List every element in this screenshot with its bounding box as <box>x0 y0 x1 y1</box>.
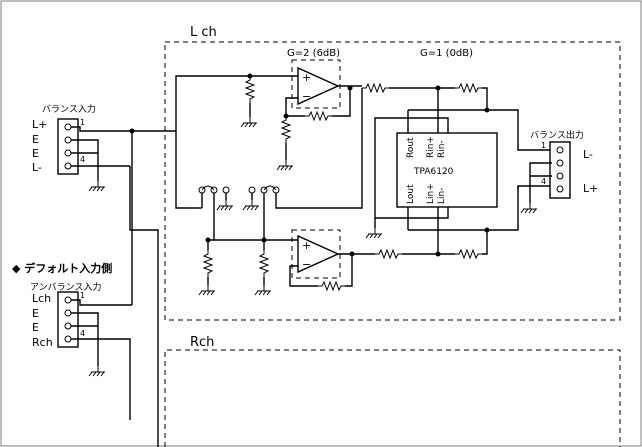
balance-in-pin <box>64 136 72 144</box>
ground-symbol <box>240 116 258 128</box>
chip-name: TPA6120 <box>413 167 454 177</box>
unbalance-in-connector <box>57 291 79 348</box>
balance-out-label: L- <box>583 148 593 161</box>
gain-right-label: G=1 (0dB) <box>420 48 473 59</box>
balance-out-label: L+ <box>583 182 598 195</box>
tpa6120-chip <box>396 132 498 208</box>
jumper-pin <box>248 186 256 194</box>
chip-pin-label: Rin+ <box>426 136 436 158</box>
ground-symbol <box>88 180 106 192</box>
chip-pin-label: Lin+ <box>426 183 436 204</box>
resistor <box>203 249 213 278</box>
opamp-top <box>297 66 340 106</box>
resistor <box>374 249 403 259</box>
balance-out-pin <box>556 185 564 193</box>
resistor <box>361 83 390 93</box>
chip-pin-label: Rin- <box>437 140 447 158</box>
unbalance-in-pin <box>64 296 72 304</box>
lch-frame <box>164 41 621 321</box>
pin-number: 4 <box>541 177 546 186</box>
resistor <box>245 75 255 104</box>
balance-in-label: L- <box>32 161 42 174</box>
opamp-bottom <box>297 234 340 274</box>
pin-number: 4 <box>80 155 85 164</box>
chip-pin-label: Lout <box>406 184 416 204</box>
balance-in-label: L+ <box>32 118 47 131</box>
opamp-plus: + <box>302 71 311 84</box>
unbalance-in-title: アンバランス入力 <box>30 281 101 293</box>
ground-symbol <box>216 199 234 211</box>
unbalance-in-label: Rch <box>32 336 53 349</box>
ground-symbol <box>242 199 260 211</box>
balance-out-pin <box>556 172 564 180</box>
resistor <box>454 249 483 259</box>
pin-number: 1 <box>541 141 546 150</box>
balance-in-pin <box>64 149 72 157</box>
unbalance-in-pin <box>64 322 72 330</box>
unbalance-in-label: Lch <box>32 292 51 305</box>
lch-title: L ch <box>190 25 217 40</box>
resistor <box>317 281 346 291</box>
pin-number: 1 <box>80 291 85 300</box>
balance-in-label: E <box>32 133 39 146</box>
ground-symbol <box>365 227 383 239</box>
balance-in-pin <box>64 162 72 170</box>
balance-out-connector <box>549 141 571 199</box>
opamp-plus: + <box>302 239 311 252</box>
balance-in-title: バランス入力 <box>42 103 96 115</box>
ground-symbol <box>198 284 216 296</box>
balance-out-title: バランス出力 <box>530 129 584 141</box>
chip-pin-label: Lin- <box>437 188 447 204</box>
jumper-pin <box>222 186 230 194</box>
rch-frame <box>164 349 621 447</box>
opamp-minus: − <box>302 258 311 271</box>
balance-out-pin <box>556 159 564 167</box>
balance-in-pin <box>64 123 72 131</box>
default-note: ◆ デフォルト入力側 <box>12 261 112 275</box>
unbalance-in-pin <box>64 309 72 317</box>
balance-out-pin <box>556 146 564 154</box>
resistor <box>259 249 269 278</box>
unbalance-in-label: E <box>32 307 39 320</box>
opamp-minus: − <box>302 90 311 103</box>
ground-symbol <box>254 284 272 296</box>
opamp-frame <box>291 59 341 109</box>
pin-number: 1 <box>80 118 85 127</box>
resistor <box>304 111 333 121</box>
resistor <box>454 83 483 93</box>
ground-symbol <box>88 365 106 377</box>
chip-pin-label: Rout <box>406 137 416 158</box>
balance-in-label: E <box>32 147 39 160</box>
resistor <box>281 115 291 144</box>
rch-title: Rch <box>190 335 214 350</box>
balance-in-connector <box>57 118 79 175</box>
unbalance-in-label: E <box>32 321 39 334</box>
pin-number: 4 <box>80 329 85 338</box>
unbalance-in-pin <box>64 335 72 343</box>
ground-symbol <box>276 159 294 171</box>
ground-symbol <box>520 202 538 214</box>
gain-left-label: G=2 (6dB) <box>287 48 340 59</box>
